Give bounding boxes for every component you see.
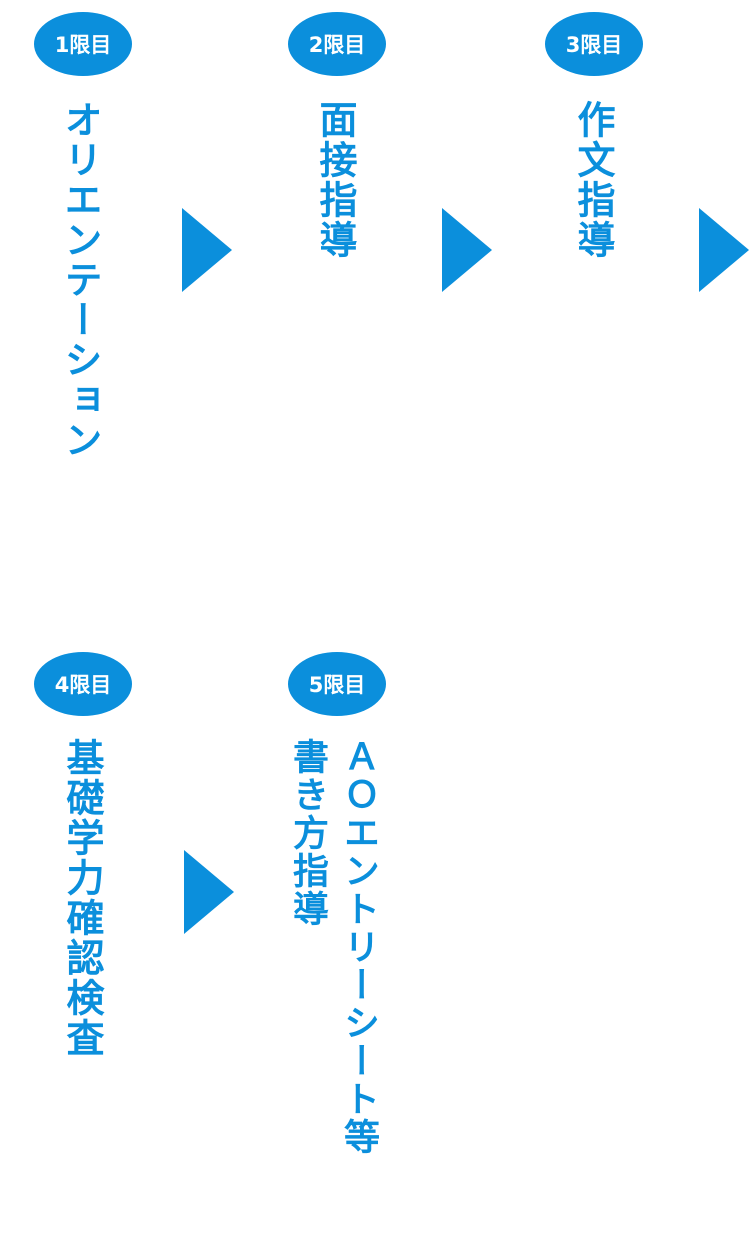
period-badge-1: 1限目 [34, 12, 132, 76]
period-badge-3: 3限目 [545, 12, 643, 76]
step-title-5-line1: ＡＯエントリーシート等 [338, 738, 379, 1156]
triangle-right-icon [699, 208, 749, 292]
period-label: 3限目 [565, 33, 623, 57]
step-title-5-line2: 書き方指導 [287, 738, 328, 928]
step-title-2: 面接指導 [313, 100, 357, 260]
step-title-1: オリエンテーション [58, 100, 102, 460]
triangle-right-icon [442, 208, 492, 292]
triangle-right-icon [184, 850, 234, 934]
step-title-4: 基礎学力確認検査 [60, 738, 104, 1058]
step-title-3: 作文指導 [571, 100, 615, 260]
period-badge-2: 2限目 [288, 12, 386, 76]
period-label: 5限目 [308, 673, 366, 697]
period-label: 2限目 [308, 33, 366, 57]
period-label: 4限目 [54, 673, 112, 697]
period-badge-4: 4限目 [34, 652, 132, 716]
triangle-right-icon [182, 208, 232, 292]
period-label: 1限目 [54, 33, 112, 57]
period-badge-5: 5限目 [288, 652, 386, 716]
